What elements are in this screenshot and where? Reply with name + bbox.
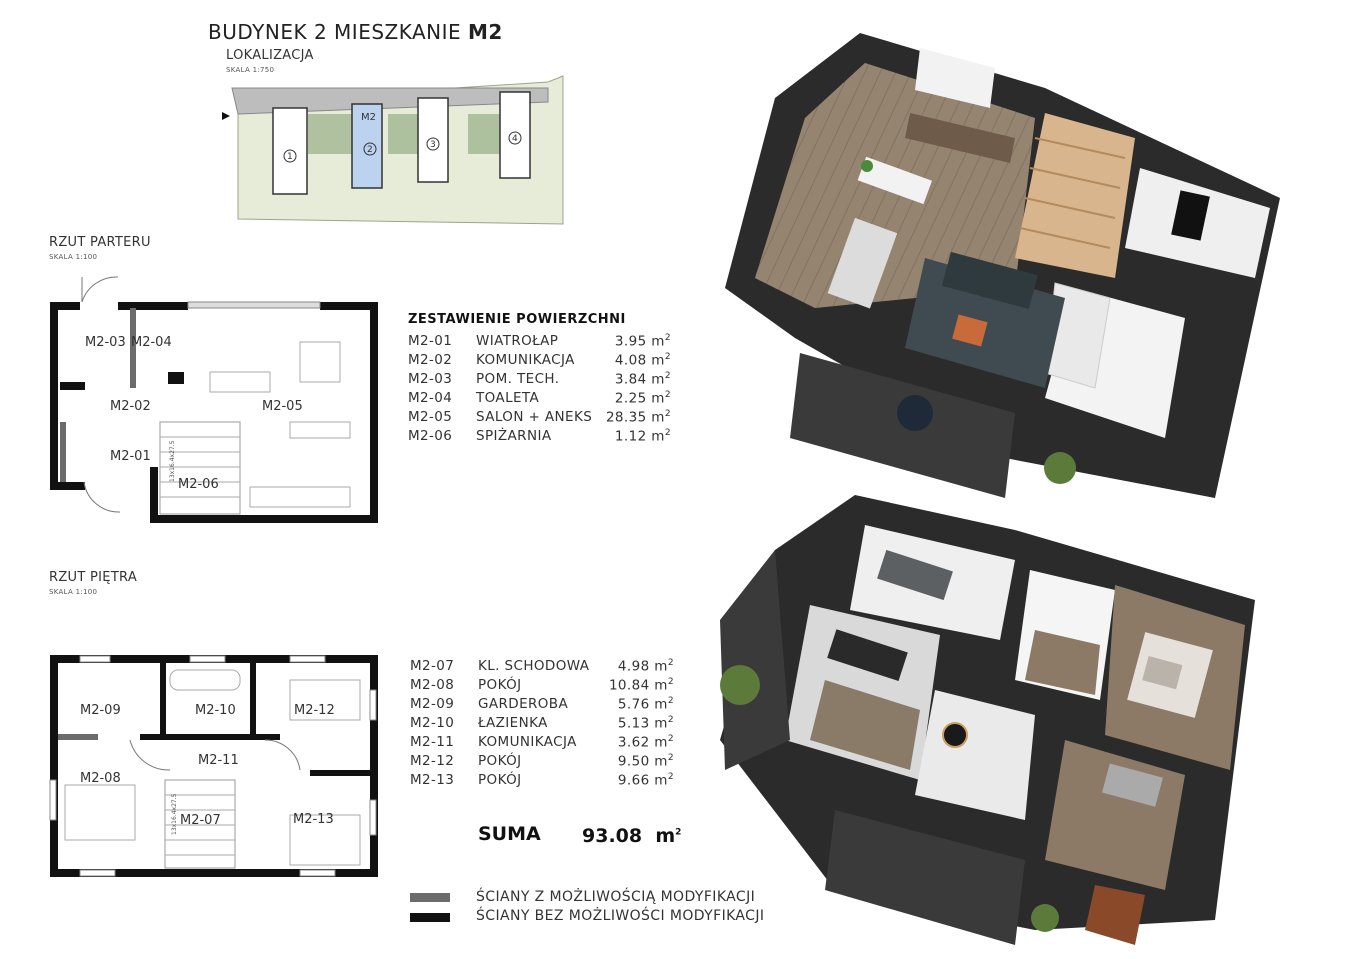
room-label-m2-06: M2-06 bbox=[178, 477, 219, 492]
legend-swatch-modifiable bbox=[410, 893, 450, 902]
ground-floor-label: RZUT PARTERU bbox=[49, 235, 151, 250]
ground-floor-plan: M2-03 M2-04 M2-02 M2-05 M2-01 M2-06 13x1… bbox=[50, 276, 378, 523]
building-4-label: 4 bbox=[512, 134, 518, 144]
title-unit: M2 bbox=[468, 20, 503, 44]
ground-stair-note: 13x16.4x27.5 bbox=[169, 440, 176, 482]
title-prefix: BUDYNEK 2 MIESZKANIE bbox=[208, 20, 462, 44]
areas-heading: ZESTAWIENIE POWIERZCHNI bbox=[408, 312, 626, 327]
page-title: BUDYNEK 2 MIESZKANIE M2 bbox=[208, 20, 503, 44]
legend-label-fixed: ŚCIANY BEZ MOŻLIWOŚCI MODYFIKACJI bbox=[476, 908, 765, 924]
upper-floor-label: RZUT PIĘTRA bbox=[49, 570, 138, 585]
location-scale: SKALA 1:750 bbox=[226, 66, 275, 74]
room-label-m2-07: M2-07 bbox=[180, 813, 221, 828]
upper-floor-scale: SKALA 1:100 bbox=[49, 588, 98, 596]
location-label: LOKALIZACJA bbox=[226, 48, 314, 63]
location-highlight-label: M2 bbox=[361, 112, 376, 123]
room-label-m2-04: M2-04 bbox=[131, 335, 172, 350]
upper-floor-plan: M2-09 M2-10 M2-12 M2-11 M2-08 M2-07 M2-1… bbox=[49, 655, 378, 877]
room-label-m2-10: M2-10 bbox=[195, 703, 236, 718]
sum-label: SUMA bbox=[478, 823, 541, 845]
upper-stair-note: 13x16.4x27.5 bbox=[171, 793, 178, 835]
room-label-m2-02: M2-02 bbox=[110, 399, 151, 414]
legend-swatch-fixed bbox=[410, 913, 450, 922]
location-plan: M2 1 2 3 4 bbox=[222, 75, 564, 225]
room-label-m2-05: M2-05 bbox=[262, 399, 303, 414]
room-label-m2-09: M2-09 bbox=[80, 703, 121, 718]
sum-value: 93.08 m2 bbox=[582, 825, 682, 847]
room-label-m2-12: M2-12 bbox=[294, 703, 335, 718]
room-label-m2-01: M2-01 bbox=[110, 449, 151, 464]
building-1-label: 1 bbox=[287, 152, 293, 162]
room-label-m2-11: M2-11 bbox=[198, 753, 239, 768]
room-label-m2-03: M2-03 bbox=[85, 335, 126, 350]
ground-floor-scale: SKALA 1:100 bbox=[49, 253, 98, 261]
building-2-label: 2 bbox=[367, 145, 373, 155]
ground-floor-3d-render bbox=[725, 33, 1280, 498]
building-3-label: 3 bbox=[430, 140, 436, 150]
room-label-m2-13: M2-13 bbox=[293, 812, 334, 827]
room-label-m2-08: M2-08 bbox=[80, 771, 121, 786]
upper-floor-3d-render bbox=[720, 495, 1255, 945]
legend-label-modifiable: ŚCIANY Z MOŻLIWOŚCIĄ MODYFIKACJI bbox=[476, 889, 756, 905]
